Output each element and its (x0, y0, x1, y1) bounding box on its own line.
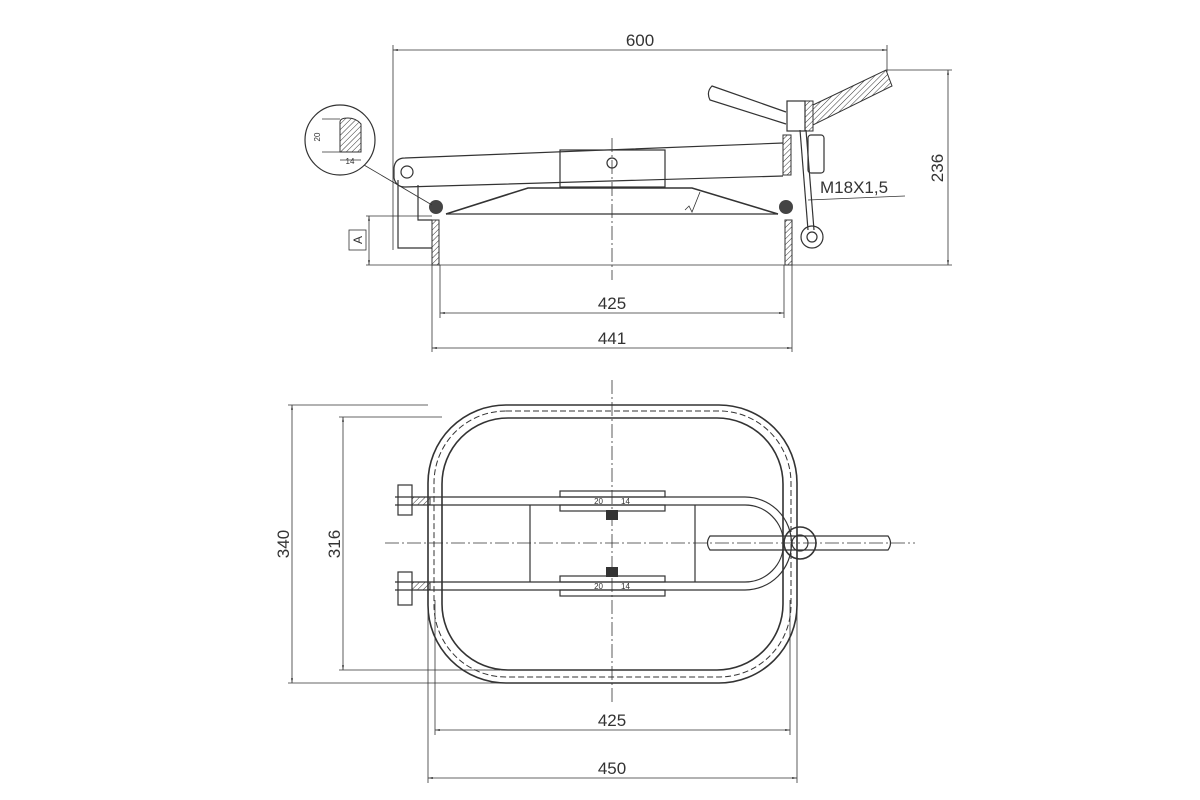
gasket-section (339, 117, 362, 153)
handle-bar-left (707, 85, 787, 125)
eye-bolt (800, 225, 824, 249)
gasket-right (779, 200, 793, 214)
dim-450-label: 450 (598, 759, 626, 778)
plate (559, 589, 666, 597)
nut-housing (782, 134, 792, 176)
flange-inner (441, 417, 784, 671)
arm-center-block (559, 149, 666, 188)
hinge-bolt-bottom (397, 571, 413, 606)
neck-wall-right (784, 219, 793, 266)
dim-600-label: 600 (626, 31, 654, 50)
eye-bolt-pin (806, 231, 818, 243)
dim-425-label: 425 (598, 711, 626, 730)
bolt-label: 20 (594, 582, 603, 591)
handle-hub-bore (791, 534, 809, 552)
neck-wall-left (431, 219, 440, 266)
flange-outer (427, 404, 798, 684)
gasket-detail-circle (304, 104, 376, 176)
nut (606, 510, 618, 520)
dim-340-label: 340 (274, 530, 293, 558)
dim-236-label: 236 (928, 154, 947, 182)
hinge-bracket (397, 180, 432, 249)
hinge-lug-top (411, 496, 431, 506)
thread-label: M18X1,5 (820, 178, 888, 197)
datum-box (348, 229, 367, 251)
gasket-height-label: 20 (313, 132, 322, 141)
thread-leader (807, 195, 906, 201)
side-view: 600 236 A 425 441 M18X1,5 20 14 (304, 31, 952, 352)
datum-label: A (351, 236, 365, 244)
handle-hub (786, 100, 806, 132)
dim-441-label: 441 (598, 329, 626, 348)
dim-316-label: 316 (325, 530, 344, 558)
nut-housing-right (807, 134, 825, 174)
nut (606, 567, 618, 577)
flange-hidden (433, 410, 792, 678)
hinge-pin (400, 165, 414, 179)
screw-rod (805, 129, 815, 231)
bolt-label: 14 (621, 582, 630, 591)
plate (559, 490, 666, 498)
screw-rod (799, 129, 809, 231)
gasket-width-label: 14 (346, 157, 355, 166)
detail-leader (363, 164, 433, 206)
hinge-bolt-top (397, 484, 413, 516)
handle-hub-section (804, 100, 814, 132)
bolt-label: 20 (594, 497, 603, 506)
dim-425-label: 425 (598, 294, 626, 313)
surface-finish-symbol (684, 191, 701, 213)
hinge-lug-bottom (411, 581, 431, 591)
plan-view: 340 316 425 450 20 14 20 14 (274, 380, 915, 783)
handle-bar (706, 535, 892, 551)
bolt-label: 14 (621, 497, 630, 506)
handle-hub (783, 526, 817, 560)
lid-dome (445, 187, 779, 215)
gasket-left (429, 200, 443, 214)
handle-bar-right (812, 69, 893, 126)
